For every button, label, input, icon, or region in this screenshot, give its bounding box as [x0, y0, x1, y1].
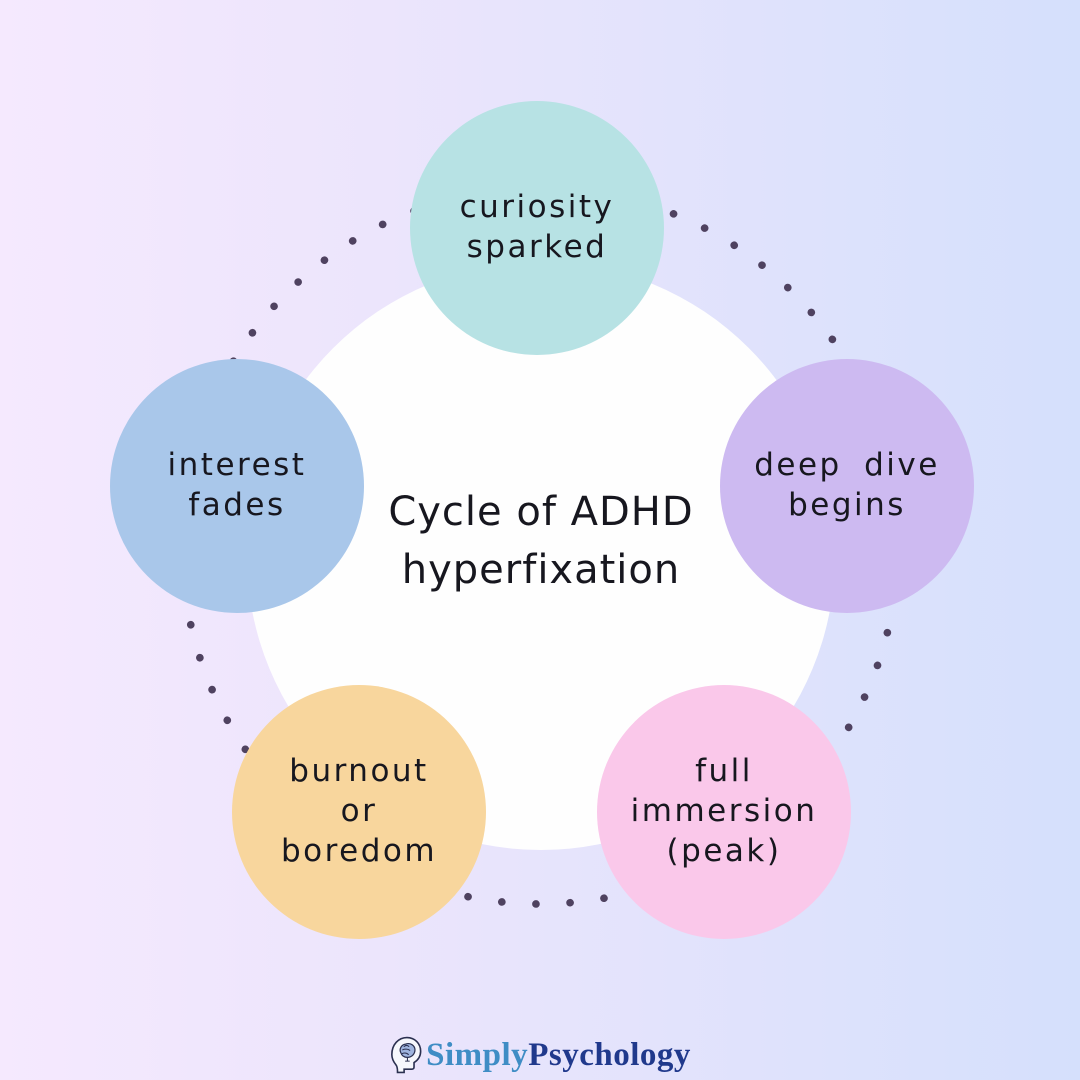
step-label-line: fades [188, 487, 286, 523]
brand-name-simply: Simply [426, 1036, 529, 1073]
step-label: deep dive begins [754, 446, 940, 525]
step-label-line: sparked [466, 229, 608, 265]
brand-name-psychology: Psychology [528, 1036, 691, 1073]
step-label: curiosity sparked [460, 188, 615, 267]
step-label-line: (peak) [666, 832, 782, 869]
step-label-line: curiosity [459, 189, 615, 226]
cycle-step-deep-dive-begins: deep dive begins [720, 359, 974, 613]
diagram-title: Cycle of ADHD hyperfixation [247, 262, 835, 850]
step-label: interest fades [168, 446, 307, 525]
brand-name: SimplyPsychology [426, 1037, 691, 1074]
step-label-line: or [340, 793, 378, 830]
diagram-title-line1: Cycle of ADHD [388, 489, 694, 535]
step-label-line: deep dive [754, 447, 940, 484]
step-label-line: full [695, 753, 753, 790]
step-label-line: immersion [630, 793, 818, 830]
diagram-title-line2: hyperfixation [401, 547, 681, 593]
cycle-step-curiosity-sparked: curiosity sparked [410, 101, 664, 355]
step-label-line: burnout [289, 753, 429, 790]
step-label-line: interest [167, 447, 307, 484]
brand-logo: SimplyPsychology [0, 1036, 1080, 1074]
step-label-line: boredom [280, 832, 438, 869]
cycle-step-interest-fades: interest fades [110, 359, 364, 613]
cycle-step-burnout-or-boredom: burnout or boredom [232, 685, 486, 939]
step-label: full immersion (peak) [631, 752, 818, 871]
head-with-brain-icon [391, 1036, 422, 1074]
step-label: burnout or boredom [281, 752, 437, 871]
cycle-step-full-immersion-peak: full immersion (peak) [597, 685, 851, 939]
step-label-line: begins [788, 487, 906, 523]
